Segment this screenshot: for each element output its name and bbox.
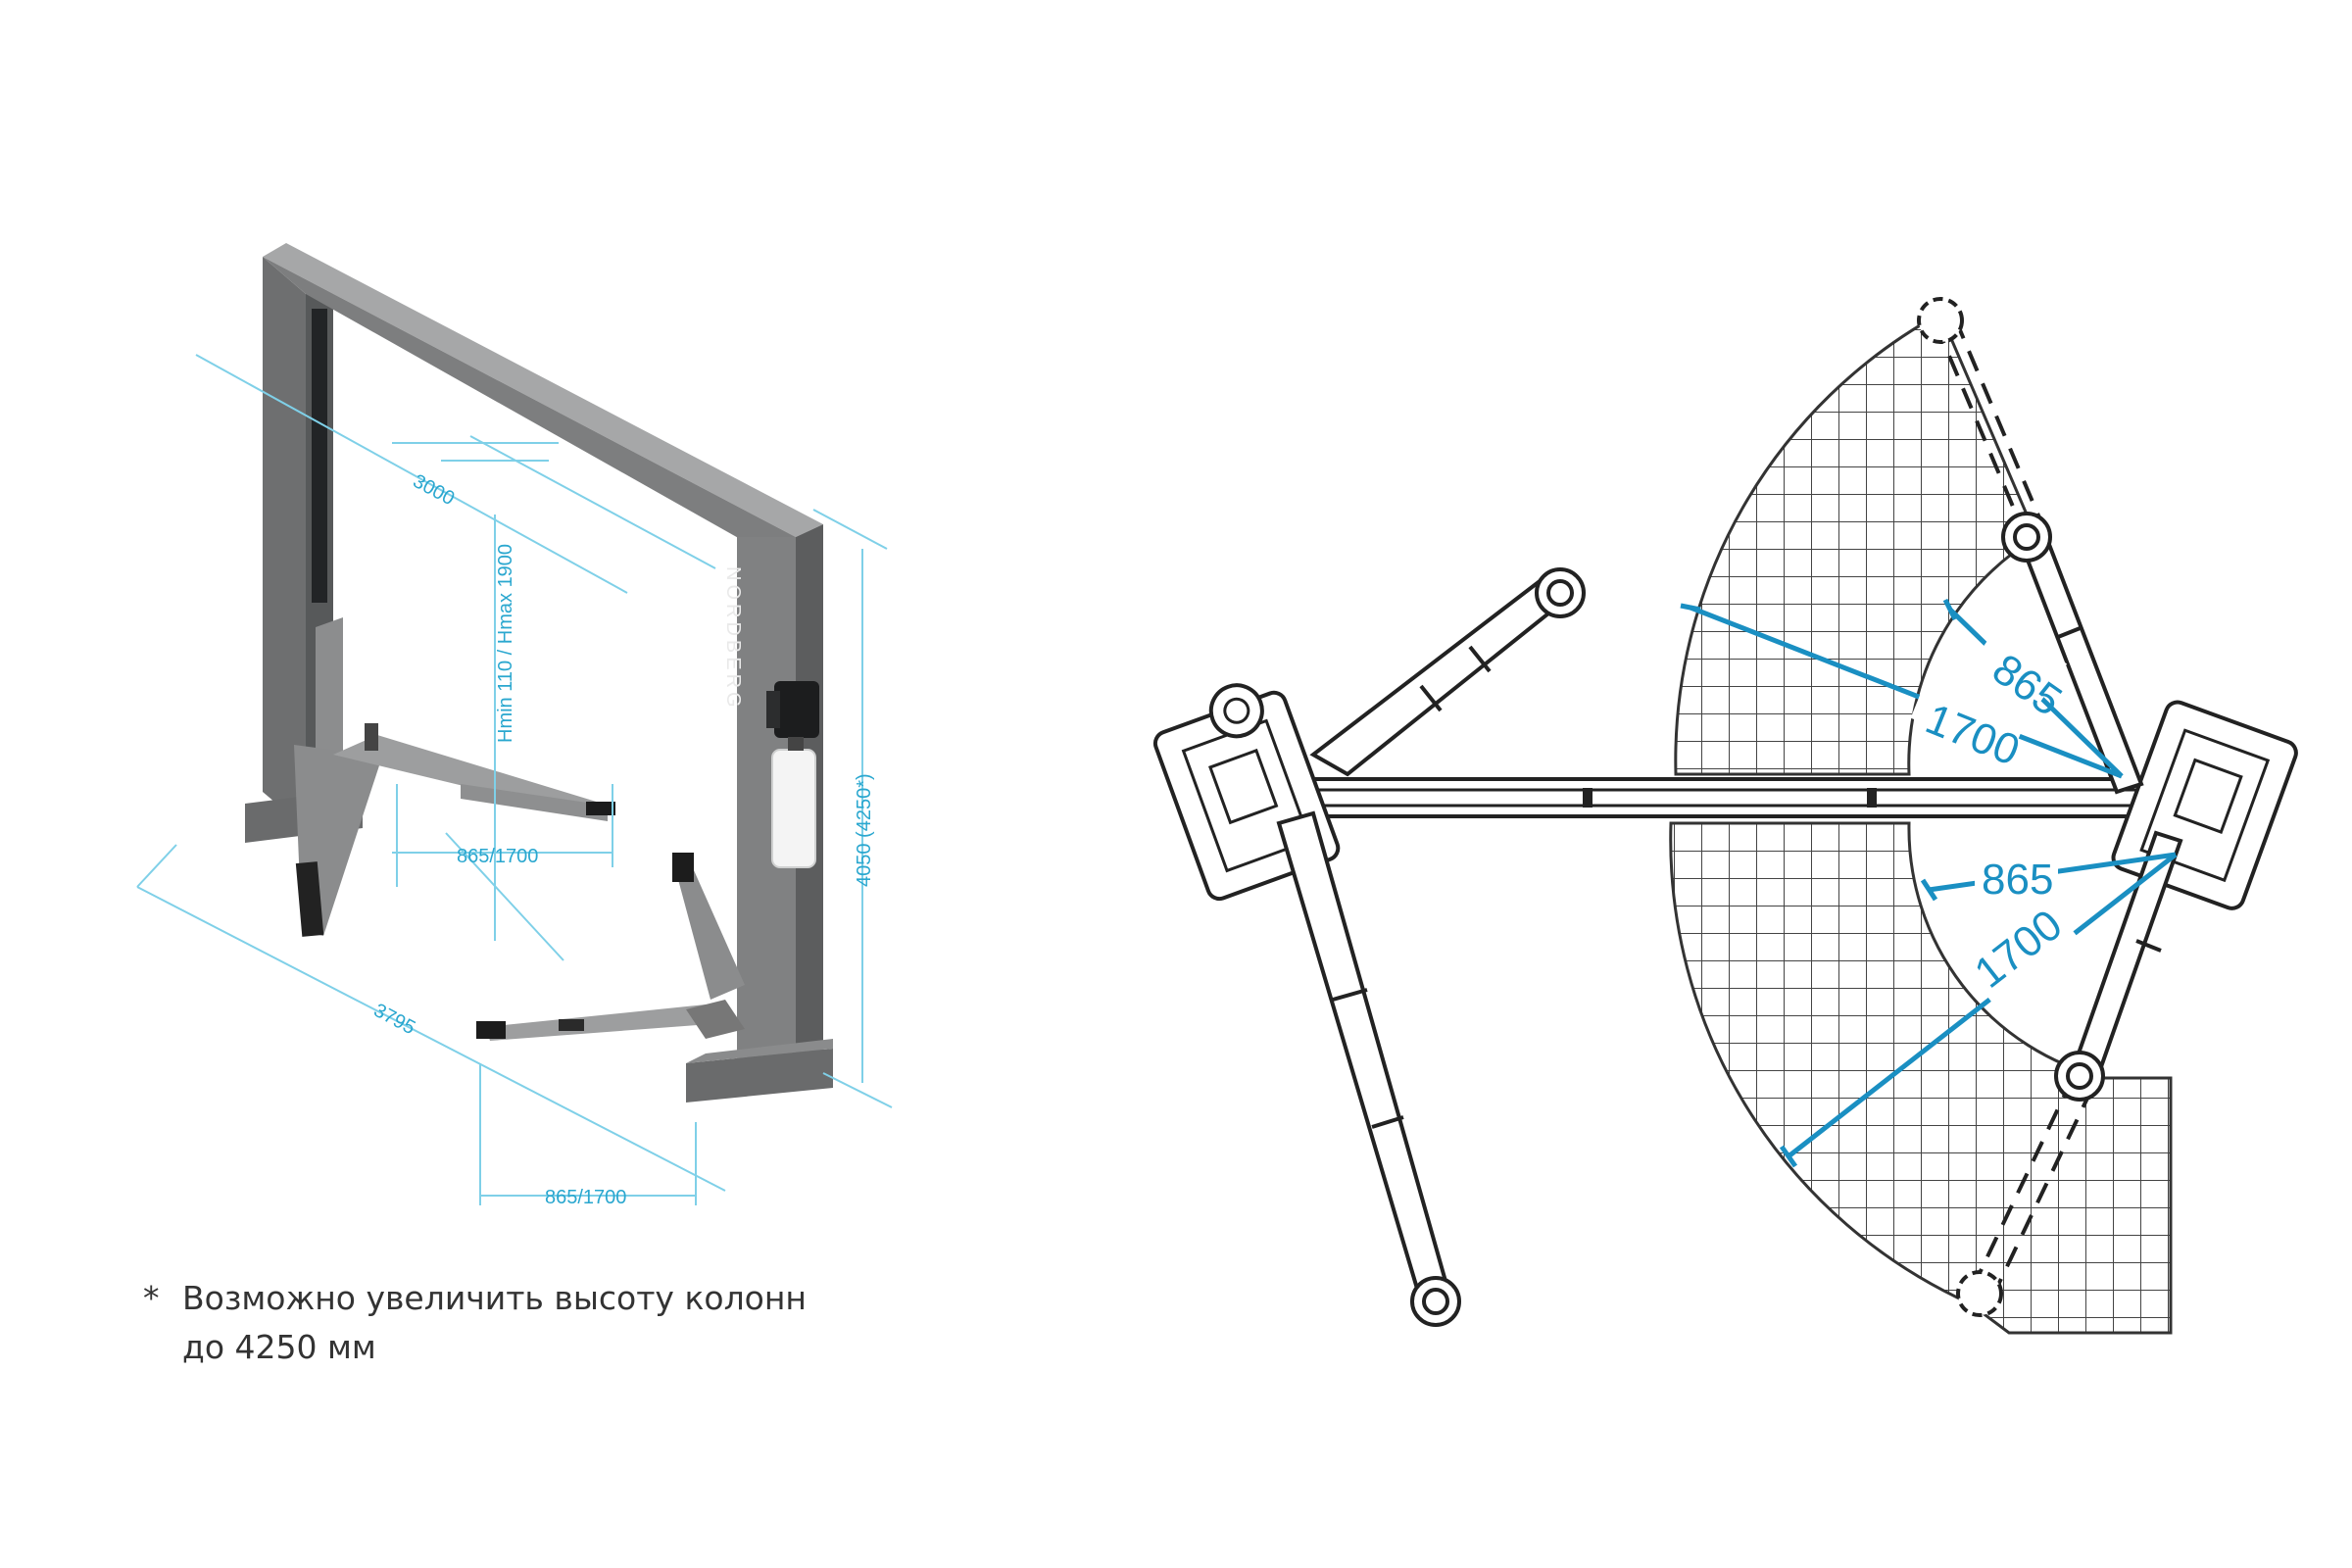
plan-dimension-labels: 865 1700 865 1700 bbox=[1910, 618, 2082, 1008]
upper-sweep-area bbox=[1674, 311, 2038, 776]
footnote-line-1: Возможно увеличить высоту колонн bbox=[182, 1279, 808, 1317]
plan-lower-865: 865 bbox=[1982, 856, 2053, 904]
footnote-line-2: до 4250 мм bbox=[182, 1328, 376, 1366]
right-arms bbox=[2001, 512, 2183, 1102]
crossbeam bbox=[1267, 777, 2182, 818]
dim-height-range: Hmin 110 / Hmax 1900 bbox=[495, 544, 516, 743]
dimension-lines bbox=[136, 354, 893, 1205]
lift-render: NORDBERG bbox=[245, 243, 833, 1102]
dim-base-length: 3795 bbox=[370, 1000, 419, 1039]
left-arms bbox=[1276, 567, 1586, 1327]
plan-diagram: 865 1700 865 1700 bbox=[1152, 297, 2298, 1335]
oil-tank bbox=[771, 749, 816, 868]
brand-label: NORDBERG bbox=[722, 566, 744, 711]
dim-width-inner: 3000 bbox=[410, 470, 459, 510]
dim-arm-top: 865/1700 bbox=[457, 846, 538, 867]
dim-arm-bottom: 865/1700 bbox=[545, 1187, 626, 1208]
dim-total-height: 4050 (4250*) bbox=[854, 773, 875, 887]
motor bbox=[774, 681, 819, 738]
footnote-asterisk: * bbox=[143, 1279, 160, 1317]
footnote: * Возможно увеличить высоту колонн до 425… bbox=[143, 1274, 807, 1372]
